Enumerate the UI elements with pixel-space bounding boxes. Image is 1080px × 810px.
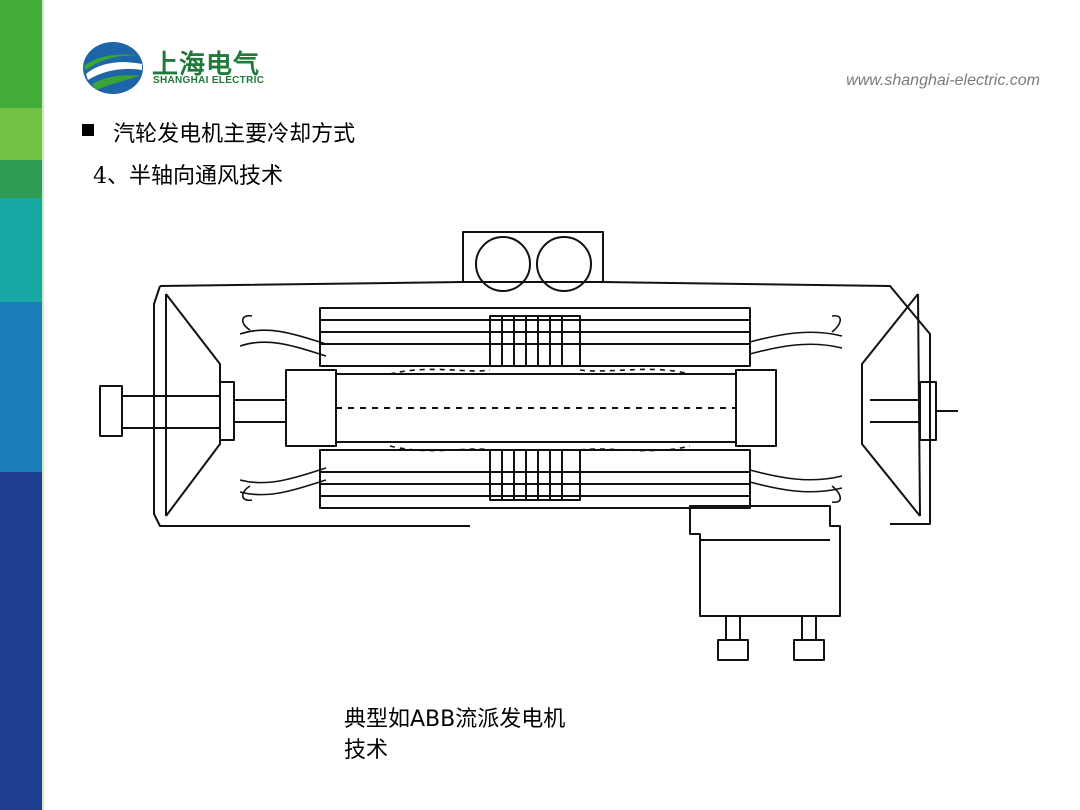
brand-name-en: SHANGHAI ELECTRIC [153,75,265,86]
slide-subheading: 4、半轴向通风技术 [93,164,283,189]
shaft [99,381,958,441]
outer-frame [153,281,931,527]
terminal-box [689,505,841,661]
website-url: www.shanghai-electric.com [846,72,1040,89]
square-bullet-icon [82,124,94,136]
generator-cross-section-diagram [99,231,958,661]
slide-heading: 汽轮发电机主要冷却方式 [113,122,356,147]
caption-line-2: 技术 [344,738,389,763]
logo-mark-icon [83,42,143,94]
side-divider [42,0,44,810]
diagram-caption: 典型如ABB流派发电机 技术 [344,704,634,766]
airflow-paths [239,314,843,504]
stator-top [319,307,751,367]
side-color-bar [0,0,42,810]
cooler-housing [462,231,604,292]
rotor [285,369,777,447]
shanghai-electric-logo: 上海电气 SHANGHAI ELECTRIC [82,40,282,96]
stator-bottom [319,449,751,509]
brand-name-cn: 上海电气 [152,50,261,80]
caption-line-1: 典型如ABB流派发电机 [344,707,566,732]
heading-row: 汽轮发电机主要冷却方式 [82,116,356,147]
